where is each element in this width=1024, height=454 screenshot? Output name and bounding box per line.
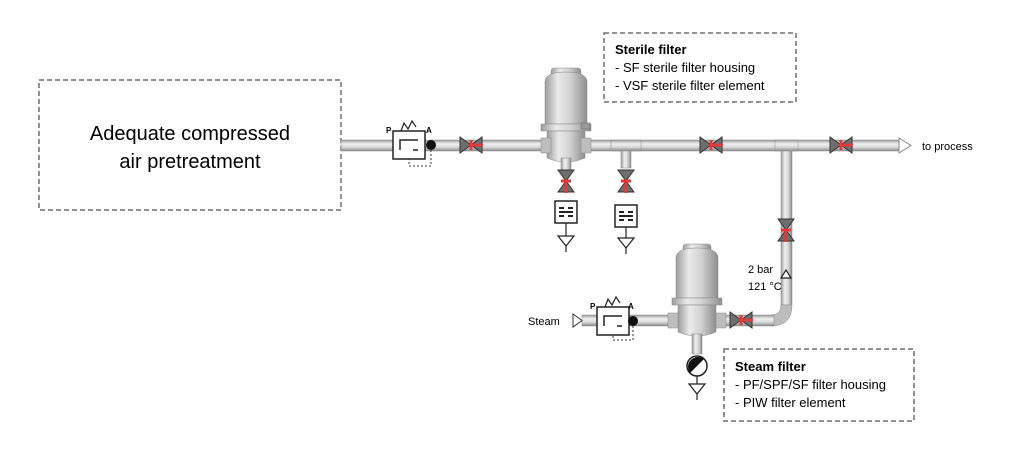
tee-drain-valve-icon xyxy=(616,168,636,195)
sterile-filter-title: Sterile filter xyxy=(615,42,687,57)
temperature-label: 121 °C xyxy=(748,281,782,293)
sterile-filter-housing xyxy=(540,67,592,171)
process-outlet-arrow-icon xyxy=(898,137,912,154)
regulator-sensor-icon xyxy=(426,140,436,150)
to-process-label: to process xyxy=(922,141,973,153)
steam-filter-box: Steam filter - PF/SPF/SF filter housing … xyxy=(723,348,915,422)
sterile-filter-line-2: - VSF sterile filter element xyxy=(615,78,765,93)
regulator-port-p: P xyxy=(590,302,596,311)
pretreatment-line-1: Adequate compressed xyxy=(90,123,290,145)
spring-icon xyxy=(604,295,621,308)
steam-label: Steam xyxy=(528,316,560,328)
tee-fitting xyxy=(774,139,799,152)
pretreatment-line-2: air pretreatment xyxy=(119,151,261,173)
regulator-sensor-icon xyxy=(628,316,638,326)
pretreatment-box: Adequate compressed air pretreatment xyxy=(38,79,342,211)
spring-icon xyxy=(400,119,417,132)
riser-flow-arrow-icon xyxy=(779,268,793,279)
pressure-label: 2 bar xyxy=(748,264,773,276)
sterile-drain-valve-icon xyxy=(556,168,576,195)
steam-filter-title: Steam filter xyxy=(735,359,806,374)
steam-filter-line-2: - PIW filter element xyxy=(735,395,846,410)
steam-inlet-arrow-icon xyxy=(572,313,583,328)
steam-filter-housing xyxy=(667,243,727,355)
sterile-filter-box: Sterile filter - SF sterile filter housi… xyxy=(603,32,797,103)
drain-outlet-icon xyxy=(556,235,576,247)
drain-outlet-icon xyxy=(616,237,636,249)
steam-filter-line-1: - PF/SPF/SF filter housing xyxy=(735,377,886,392)
sterile-filter-line-1: - SF sterile filter housing xyxy=(615,60,755,75)
drain-outlet-icon xyxy=(687,383,707,395)
regulator-port-a: A xyxy=(628,302,634,311)
regulator-port-p: P xyxy=(386,126,392,135)
sterile-filter-drain xyxy=(554,168,578,252)
steam-trap xyxy=(686,355,708,400)
steam-pressure-regulator: P A xyxy=(590,295,638,341)
tee-drain xyxy=(610,139,642,254)
regulator-port-a: A xyxy=(426,126,432,135)
air-pressure-regulator: P A xyxy=(386,119,436,167)
